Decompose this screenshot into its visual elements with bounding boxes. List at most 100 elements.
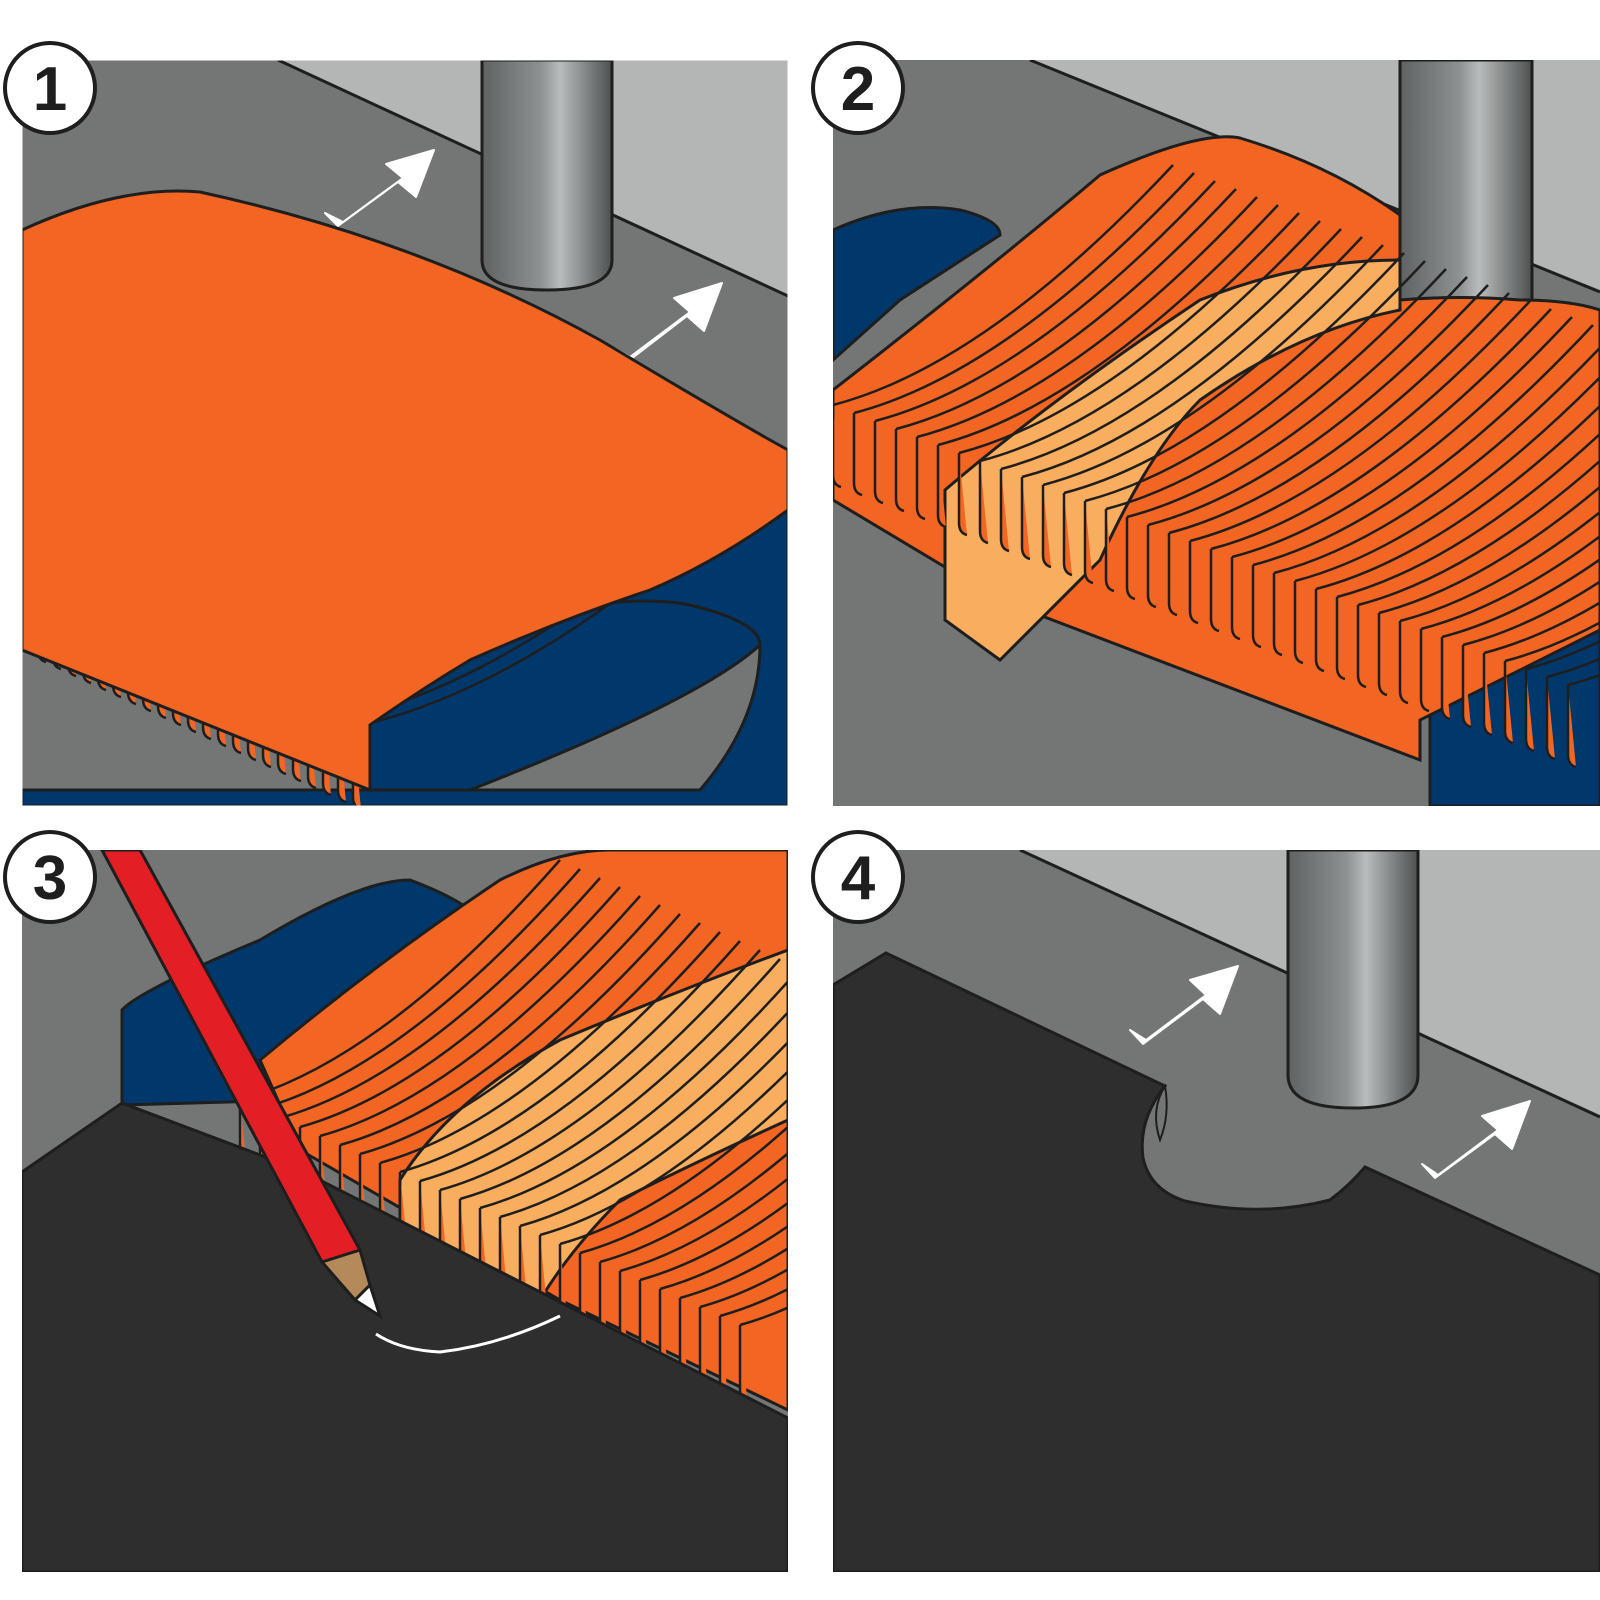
gauge-fin xyxy=(439,949,761,1192)
gauge-fin-edge xyxy=(1083,501,1094,585)
gauge-fin xyxy=(1483,601,1600,655)
gauge-fin-edge xyxy=(1272,573,1283,657)
step-number: 2 xyxy=(841,55,875,124)
gauge-fin-edge xyxy=(1566,685,1577,769)
gauge-fin xyxy=(1441,557,1600,639)
gauge-fin xyxy=(1084,260,1426,503)
gauge-fin-edge xyxy=(1167,533,1178,617)
gauge-fin xyxy=(1504,621,1600,663)
gauge-fin xyxy=(1147,284,1489,527)
gauge-fin xyxy=(1189,300,1531,543)
traced-line-icon xyxy=(375,1314,561,1354)
gauge-fin xyxy=(1063,252,1405,495)
panel-step-4 xyxy=(833,850,1600,1572)
gauge-fin xyxy=(979,220,1321,463)
contour-gauge-icon xyxy=(833,135,1600,806)
gauge-fin-edge xyxy=(873,421,884,505)
gauge-fin xyxy=(1231,316,1573,559)
gauge-fin xyxy=(1420,534,1600,631)
gauge-fin xyxy=(459,958,781,1201)
cut-material-icon xyxy=(22,1101,788,1572)
step-badge-3: 3 xyxy=(3,830,97,924)
gauge-fin xyxy=(579,1125,788,1255)
gauge-fin-edge xyxy=(852,413,863,497)
step-number: 1 xyxy=(33,55,67,124)
gauge-fin-edge xyxy=(1377,613,1388,697)
gauge-fin xyxy=(1168,292,1510,535)
gauge-fin xyxy=(539,1069,788,1237)
gauge-fin xyxy=(339,904,661,1147)
gauge-fin xyxy=(874,180,1216,423)
gauge-fin-edge xyxy=(1041,485,1052,569)
gauge-fin-edge xyxy=(1335,597,1346,681)
push-arrow-icon xyxy=(1129,965,1239,1045)
gauge-fin xyxy=(1294,375,1600,583)
gauge-fin xyxy=(1252,324,1594,567)
gauge-fin xyxy=(1042,244,1384,487)
gauge-fin-edge xyxy=(1104,509,1115,593)
gauge-fin-edge xyxy=(1545,677,1556,761)
gauge-fin-edge xyxy=(978,461,989,545)
gauge-fin-edge xyxy=(1503,661,1514,745)
gauge-fin xyxy=(1126,276,1468,519)
gauge-fin xyxy=(639,1201,788,1282)
gauge-fin xyxy=(1105,268,1447,511)
step-badge-4: 4 xyxy=(811,830,905,924)
gauge-fin-edge xyxy=(833,405,842,489)
gauge-fin xyxy=(958,212,1300,455)
gauge-fin xyxy=(1210,308,1552,551)
gauge-fin-edge xyxy=(999,469,1010,553)
gauge-fin xyxy=(937,204,1279,447)
gauge-fin xyxy=(319,895,641,1138)
gauge-fin xyxy=(519,1040,788,1228)
gauge-fin-edge xyxy=(1188,541,1199,625)
panel-step-1 xyxy=(21,59,789,807)
step-badge-1: 1 xyxy=(3,41,97,135)
gauge-fin-edge xyxy=(1020,477,1031,561)
gauge-fin xyxy=(379,922,701,1165)
gauge-fin xyxy=(239,859,561,1102)
pencil-icon xyxy=(100,850,383,1320)
gauge-fin-edge xyxy=(1461,645,1472,729)
gauge-fin xyxy=(399,931,721,1174)
gauge-fin-edge xyxy=(1251,565,1262,649)
push-arrow-icon xyxy=(1421,1100,1531,1179)
gauge-fin-edge xyxy=(1419,629,1430,713)
gauge-fin-edge xyxy=(936,445,947,529)
gauge-fin xyxy=(499,1010,788,1219)
gauge-fin-edge xyxy=(1482,653,1493,737)
gauge-fin-edge xyxy=(1209,549,1220,633)
gauge-fin xyxy=(1378,485,1600,615)
gauge-fin xyxy=(259,868,581,1111)
gauge-fin xyxy=(739,1306,788,1327)
contour-gauge-icon xyxy=(22,189,788,806)
gauge-fin-edge xyxy=(1398,621,1409,705)
gauge-fin xyxy=(1000,228,1342,471)
gauge-fin xyxy=(299,886,621,1129)
gauge-fin xyxy=(1546,657,1600,679)
gauge-fin xyxy=(419,940,741,1183)
gauge-fin-edge xyxy=(894,429,905,513)
gauge-fin xyxy=(1462,580,1600,647)
gauge-fin xyxy=(1273,345,1600,575)
gauge-fin xyxy=(1525,639,1600,671)
gauge-fin-edge xyxy=(1062,493,1073,577)
gauge-fin xyxy=(1315,404,1600,591)
push-arrow-icon xyxy=(613,282,723,363)
gauge-fin xyxy=(679,1246,788,1300)
gauge-fin xyxy=(719,1287,788,1318)
gauge-fin xyxy=(1357,459,1600,607)
gauge-fin xyxy=(916,196,1258,439)
gauge-fin xyxy=(1336,432,1600,599)
drill-bit-icon xyxy=(1286,850,1420,1110)
drill-bit-icon xyxy=(480,60,614,292)
cut-material-icon xyxy=(833,951,1600,1572)
gauge-fin xyxy=(359,913,681,1156)
gauge-fin-edge xyxy=(1125,517,1136,601)
gauge-fin-edge xyxy=(1356,605,1367,689)
gauge-fin-edge xyxy=(1230,557,1241,641)
gauge-fin xyxy=(1021,236,1363,479)
panel-step-3 xyxy=(22,850,788,1572)
gauge-fin xyxy=(833,164,1174,407)
